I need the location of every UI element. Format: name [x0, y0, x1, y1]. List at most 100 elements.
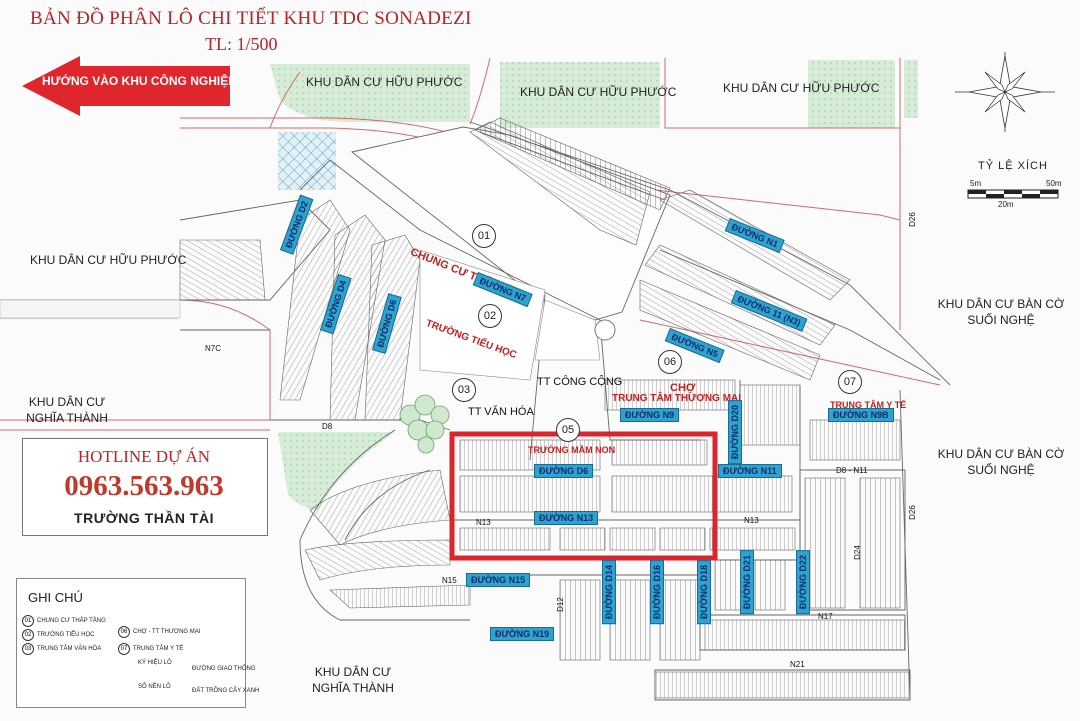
- road-code: N13: [476, 518, 491, 527]
- hotline-heading: HOTLINE DỰ ÁN: [77, 447, 211, 466]
- road-label: ĐƯỜNG D6: [534, 464, 594, 478]
- facility-label: TRUNG TÂM Y TẾ: [830, 400, 907, 410]
- road-code: D24: [852, 545, 862, 560]
- lot-block: [604, 379, 736, 411]
- direction-label: HƯỚNG VÀO KHU CÔNG NGHIỆP: [42, 74, 237, 88]
- legend-label: TRƯỜNG TIỂU HỌC: [37, 632, 95, 638]
- compass-rose: [955, 52, 1055, 132]
- lot-block: [639, 279, 821, 381]
- facility-number: 05: [556, 418, 580, 442]
- map-title: BẢN ĐỒ PHÂN LÔ CHI TIẾT KHU TDC SONADEZI: [30, 8, 472, 29]
- green-area: [500, 62, 660, 128]
- legend-label: KÝ HIỆU LÔ: [138, 660, 172, 666]
- park-area: [278, 132, 336, 190]
- road-code: N13: [744, 516, 759, 525]
- facility-label: TRUNG TÂM THƯƠNG MẠI: [612, 393, 742, 404]
- lot-block: [179, 239, 266, 301]
- road-code: D26: [907, 505, 917, 520]
- facility-number: 03: [452, 378, 476, 402]
- map-scale: TL: 1/500: [205, 34, 278, 54]
- hotline-name: TRƯỜNG THẦN TÀI: [74, 510, 214, 526]
- road-code: N17: [818, 612, 833, 621]
- facility-number: 07: [838, 370, 862, 394]
- legend-item: 07 TRUNG TÂM Y TẾ: [118, 642, 208, 656]
- lot-block: [459, 527, 551, 551]
- road-label: ĐƯỜNG D20: [728, 400, 742, 465]
- facility-label: TT VĂN HÓA: [468, 406, 534, 418]
- lot-block: [659, 579, 701, 661]
- tree-cluster: [399, 394, 450, 454]
- zone-label: KHU DÂN CƯ BÀN CỜ SUỐI NGHỆ: [937, 447, 1065, 477]
- lot-block: [659, 527, 706, 551]
- road-label: ĐƯỜNG N9: [620, 408, 680, 422]
- lot-block: [709, 527, 796, 551]
- legend-list: 06 CHỢ - TT THƯƠNG MẠI 07 TRUNG TÂM Y TẾ: [118, 622, 208, 656]
- zone-label: KHU DÂN CƯ NGHĨA THÀNH: [312, 665, 394, 695]
- green-area: [904, 60, 918, 118]
- legend-code: 06: [118, 626, 130, 638]
- lot-block: [609, 527, 656, 551]
- facility-number: 02: [478, 304, 502, 328]
- lot-block: [329, 584, 471, 609]
- road-label: ĐƯỜNG D16: [650, 560, 664, 625]
- lot-block: [304, 539, 451, 581]
- zone-label: KHU DÂN CƯ HỮU PHƯỚC: [306, 75, 463, 89]
- road-label: ĐƯỜNG D18: [697, 560, 711, 625]
- zone-label: KHU DÂN CƯ HỮU PHƯỚC: [520, 85, 677, 99]
- road-label: ĐƯỜNG N9B: [828, 408, 894, 422]
- legend-item: 03 TRUNG TÂM VĂN HÓA: [22, 642, 112, 656]
- lot-block: [739, 384, 801, 446]
- legend-code: 07: [118, 643, 130, 655]
- legend-list: 01 CHUNG CƯ THẤP TẦNG 02 TRƯỜNG TIỂU HỌC…: [22, 614, 112, 656]
- legend-label: CHUNG CƯ THẤP TẦNG: [37, 618, 106, 624]
- lot-block: [459, 475, 601, 513]
- facility-label: TT CÔNG CỘNG: [537, 376, 623, 388]
- scale-bar-left: 5m: [970, 179, 982, 188]
- facility-number: 01: [472, 224, 496, 248]
- road-code: N7C: [205, 344, 222, 353]
- legend-label: ĐƯỜNG GIAO THÔNG: [192, 666, 256, 672]
- lot-block: [754, 559, 786, 611]
- legend-item: 02 TRƯỜNG TIỂU HỌC: [22, 628, 112, 642]
- road-label: ĐƯỜNG N11: [718, 464, 782, 478]
- legend-code: 03: [22, 643, 34, 655]
- legend-item: 06 CHỢ - TT THƯƠNG MẠI: [118, 622, 208, 642]
- lot-block: [469, 121, 651, 246]
- road-label: ĐƯỜNG N19: [490, 627, 555, 641]
- scale-bar: [967, 189, 1059, 199]
- lot-block: [804, 477, 846, 609]
- zone-label: KHU DÂN CƯ NGHĨA THÀNH: [26, 395, 108, 425]
- lot-block: [859, 477, 901, 609]
- legend-code: 01: [22, 615, 34, 627]
- facility-number: 06: [658, 350, 682, 374]
- road-label: ĐƯỜNG N13: [534, 511, 599, 525]
- scale-bar-bottom: 20m: [998, 200, 1014, 209]
- road-code: D12: [555, 597, 565, 612]
- lot-block: [559, 527, 606, 551]
- facility-label: CHỢ: [670, 382, 696, 394]
- lot-block: [309, 469, 451, 546]
- road-label: ĐƯỜNG N15: [466, 573, 531, 587]
- hotline-box: [22, 438, 268, 536]
- highlight-frame: [449, 431, 718, 561]
- public-center-plot: [534, 299, 601, 361]
- facility-label: TRƯỜNG MẦM NON: [528, 445, 616, 455]
- lot-block: [809, 419, 901, 461]
- road-code: D26: [907, 212, 917, 227]
- legend-title: GHI CHÚ: [28, 590, 83, 605]
- road-code: N21: [790, 660, 805, 669]
- hotline-phone[interactable]: 0963.563.963: [64, 470, 224, 502]
- legend-item: 01 CHUNG CƯ THẤP TẦNG: [22, 614, 112, 628]
- lot-block: [611, 439, 708, 466]
- lot-block: [704, 619, 906, 651]
- road-label: ĐƯỜNG D14: [602, 560, 616, 625]
- direction-arrow: [22, 56, 230, 116]
- zone-label: KHU DÂN CƯ BÀN CỜ SUỐI NGHỆ: [937, 297, 1065, 327]
- legend-label: ĐẤT TRỒNG CÂY XANH: [192, 688, 260, 694]
- green-area: [270, 64, 470, 122]
- road-label: ĐƯỜNG D22: [796, 550, 810, 615]
- legend-label: CHỢ - TT THƯƠNG MẠI: [133, 629, 201, 635]
- legend-box: [16, 578, 246, 708]
- legend-label: TRUNG TÂM VĂN HÓA: [37, 646, 102, 652]
